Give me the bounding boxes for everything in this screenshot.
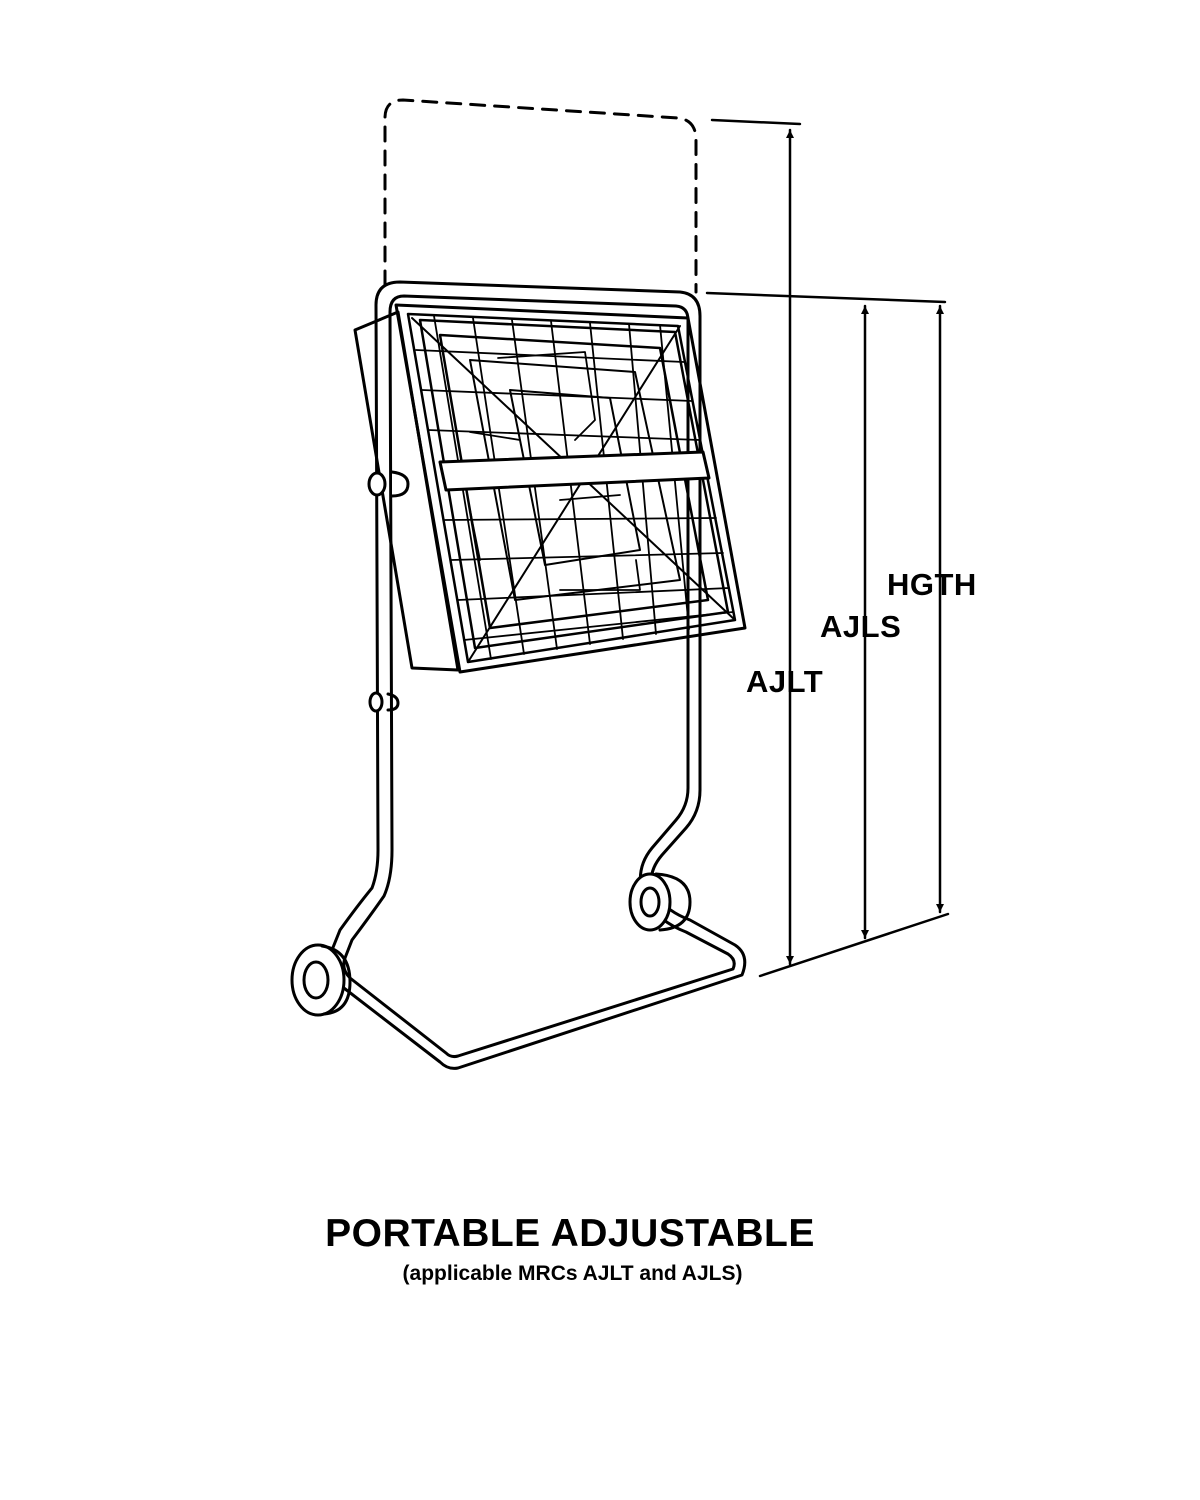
lamp-housing-side: [353, 310, 460, 672]
wheel-right-hub: [639, 886, 661, 918]
adjustment-knob-lower[interactable]: [368, 691, 384, 713]
dimension-label-ajls: AJLS: [820, 609, 902, 644]
adjustment-knob-upper[interactable]: [367, 471, 387, 497]
extension-line-bottom: [758, 912, 950, 978]
wheel-left-tread: [320, 944, 352, 1016]
lamp-housing-front: [394, 303, 747, 674]
lamp-center-bar: [438, 450, 711, 492]
adjustment-knob-lower-cap: [386, 692, 400, 712]
wheel-left: [290, 943, 346, 1017]
extension-line-top: [710, 118, 802, 126]
caption-title: PORTABLE ADJUSTABLE: [325, 1212, 815, 1255]
lamp-bulb: [469, 351, 641, 591]
wheel-left-hub: [302, 960, 330, 1000]
dimension-label-hgth: HGTH: [887, 567, 977, 602]
reflector-diagonal: [467, 325, 681, 663]
adjustment-knob-upper-cap: [390, 470, 410, 498]
caption-subtitle: (applicable MRCs AJLT and AJLS): [402, 1262, 743, 1285]
wheel-right: [628, 872, 672, 932]
stand-frame: [327, 280, 747, 1070]
extension-line-mid: [705, 291, 947, 304]
dimension-label-ajlt: AJLT: [746, 664, 824, 699]
reflector-frame-4: [509, 389, 641, 566]
wheel-right-tread: [654, 872, 692, 932]
stand-frame-inner: [342, 294, 736, 1059]
raised-position-outline: [383, 98, 698, 294]
